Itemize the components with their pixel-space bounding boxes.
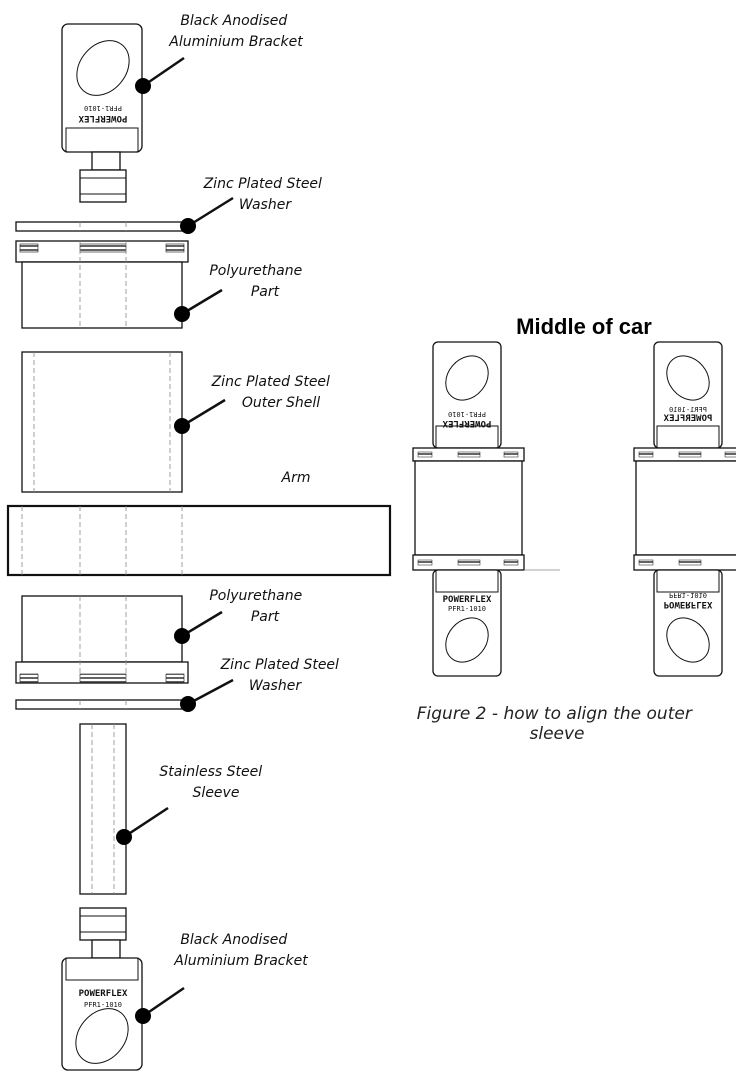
leader-bracket-top	[135, 56, 185, 94]
figure2-caption: Figure 2 - how to align the outer sleeve	[417, 704, 697, 744]
assembly-left-top-code: PFR1-1010	[448, 410, 486, 418]
bracket-top-code: PFR1-1010	[84, 104, 122, 112]
washer-bottom	[15, 699, 189, 710]
label-sleeve: Stainless Steel Sleeve	[159, 764, 266, 801]
washer-top	[15, 221, 189, 232]
label-washer-top: Zinc Plated Steel Washer	[203, 176, 327, 213]
assembly-left: PFR1-1010 POWERFLEX POWERFLEX PFR1-1010	[412, 341, 560, 677]
leader-washer-top	[180, 196, 234, 234]
leader-poly-bottom	[174, 610, 223, 644]
leader-washer-bottom	[180, 678, 234, 712]
label-poly-top: Polyurethane Part	[209, 263, 306, 300]
assembly-left-bottom-code: PFR1-1010	[448, 605, 486, 613]
leader-sleeve	[116, 806, 169, 845]
label-bracket-bottom: Black Anodised Aluminium Bracket	[173, 932, 308, 969]
arm	[6, 504, 392, 577]
assembly-right-top-code: PFR1-1010	[669, 406, 707, 414]
stainless-sleeve	[79, 723, 127, 895]
polyurethane-part-top	[15, 240, 189, 329]
label-outer-shell: Zinc Plated Steel Outer Shell	[211, 374, 335, 411]
bracket-bottom: POWERFLEX PFR1-1010	[61, 907, 143, 1071]
leader-bracket-bottom	[135, 986, 185, 1024]
assembly-left-bottom-brand: POWERFLEX	[443, 595, 492, 605]
bracket-bottom-brand: POWERFLEX	[79, 989, 128, 999]
outer-shell	[21, 351, 183, 493]
assembly-right-bottom-brand: POWERFLEX	[664, 599, 713, 609]
leader-poly-top	[174, 288, 223, 322]
bracket-top: PFR1-1010 POWERFLEX	[61, 23, 143, 203]
assembly-right-bottom-code: PFR1-1010	[669, 591, 707, 599]
polyurethane-part-bottom	[15, 595, 189, 684]
assembly-left-top-brand: POWERFLEX	[442, 418, 491, 428]
label-bracket-top: Black Anodised Aluminium Bracket	[168, 13, 303, 50]
assembly-right-top-brand: POWERFLEX	[663, 414, 712, 424]
bracket-bottom-code: PFR1-1010	[84, 1001, 122, 1009]
figure2-title: Middle of car	[516, 314, 652, 339]
bracket-top-brand: POWERFLEX	[78, 113, 127, 123]
label-poly-bottom: Polyurethane Part	[209, 588, 306, 625]
leader-outer-shell	[174, 398, 226, 434]
label-arm: Arm	[281, 470, 311, 486]
label-washer-bottom: Zinc Plated Steel Washer	[220, 657, 344, 694]
assembly-right: PFR1-1010 POWERFLEX POWERFLEX PFR1-1010	[633, 341, 736, 677]
